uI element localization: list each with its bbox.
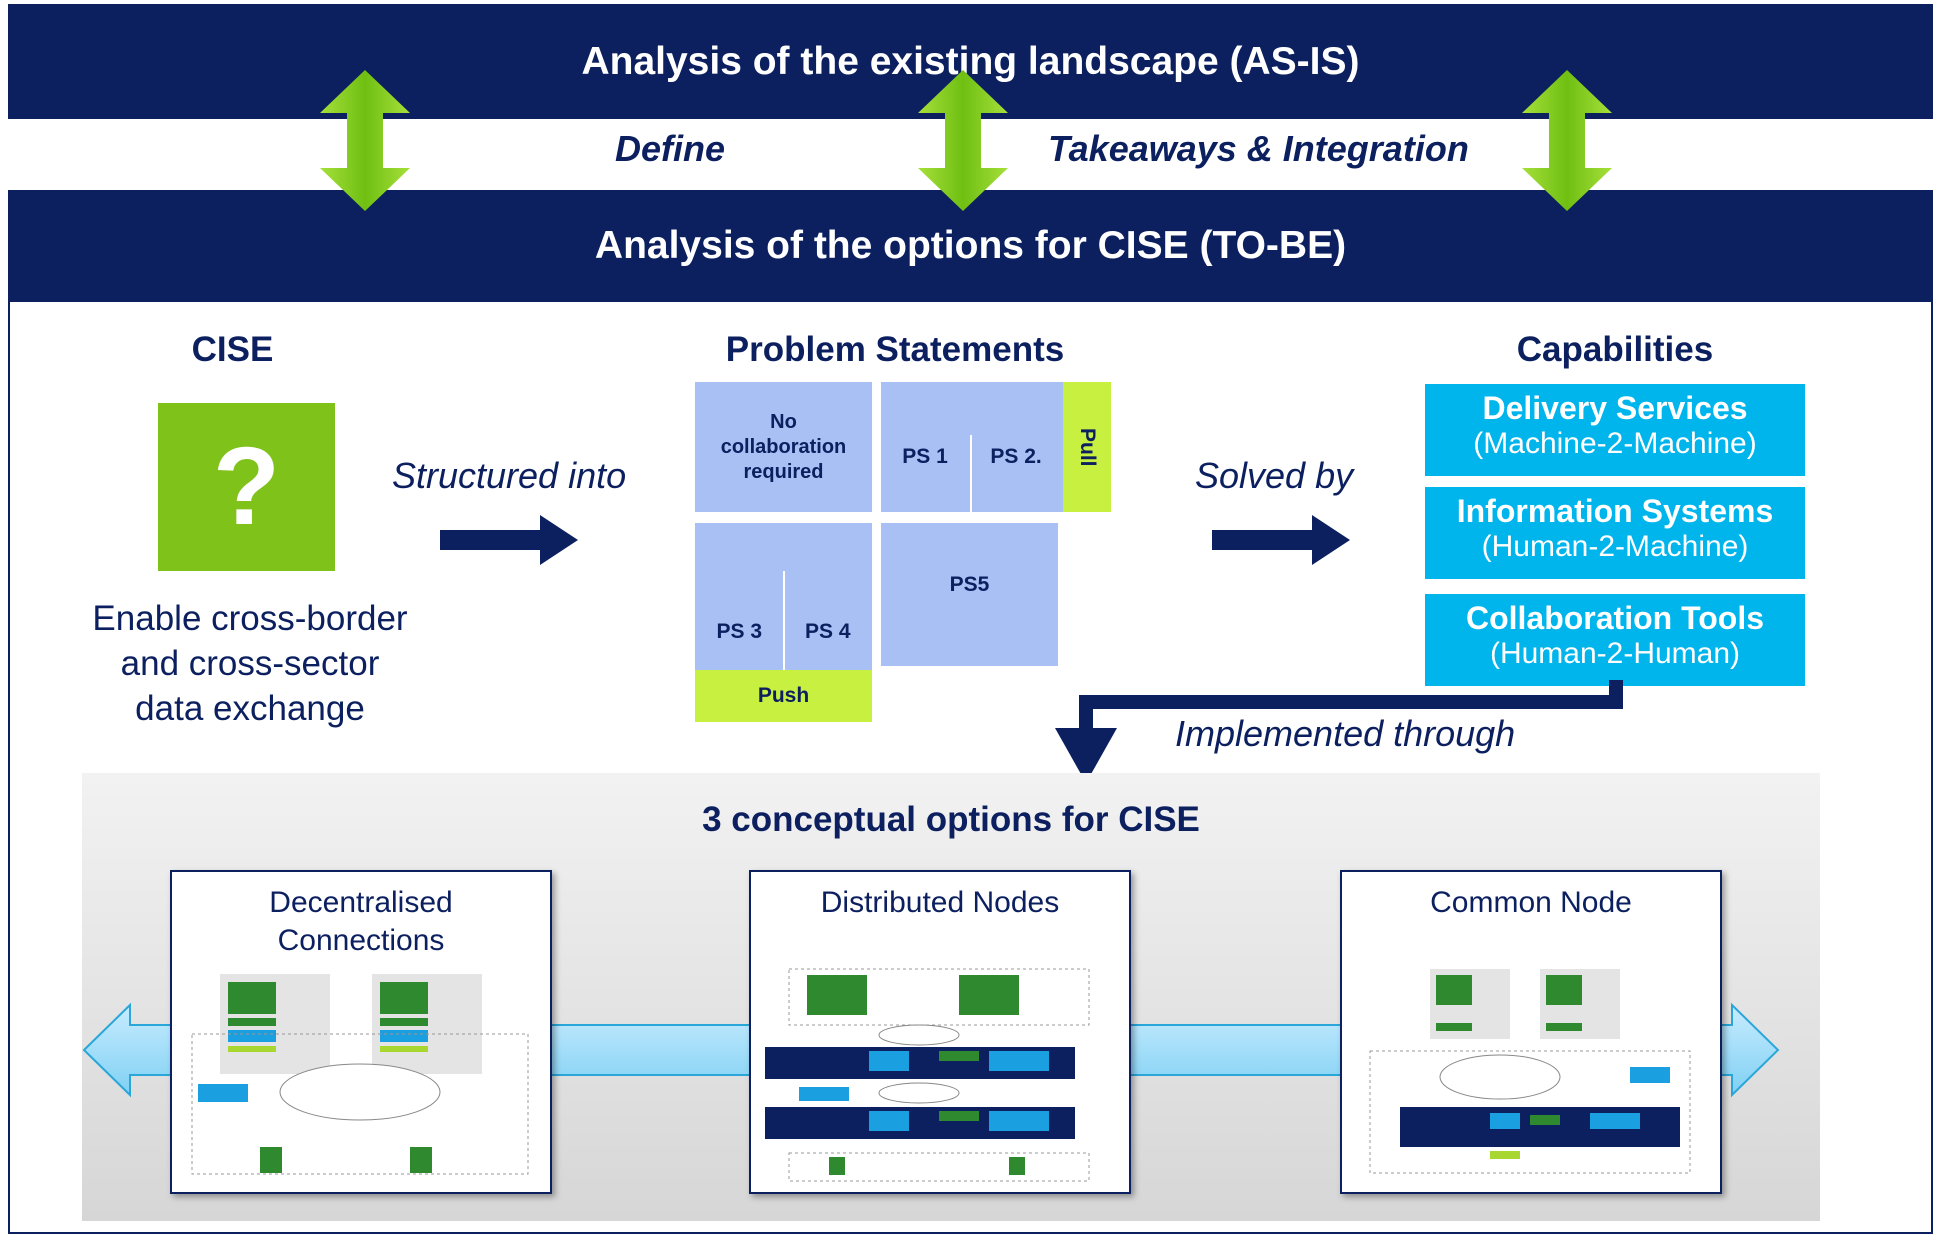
capability-subtitle: (Human-2-Machine) (1481, 530, 1749, 563)
capability-subtitle: (Machine-2-Machine) (1473, 427, 1757, 460)
push-tab: Push (695, 670, 872, 722)
cise-description: Enable cross-border and cross-sector dat… (60, 596, 440, 731)
push-label: Push (757, 684, 810, 707)
double-arrow-icon (918, 70, 1008, 211)
capability-information-systems: Information Systems (Human-2-Machine) (1425, 487, 1805, 579)
cise-description-line: Enable cross-border (92, 599, 408, 638)
options-heading: 3 conceptual options for CISE (702, 800, 1200, 839)
double-arrow-icon (1522, 70, 1612, 211)
option-distributed-nodes: Distributed Nodes (749, 870, 1131, 1194)
problem-statements-heading: Problem Statements (725, 330, 1065, 369)
implemented-through-label: Implemented through (1175, 713, 1516, 754)
no-collaboration-box: No collaboration required (695, 382, 872, 512)
option-title-line: Common Node (1430, 886, 1632, 919)
no-collaboration-label: No collaboration required (720, 410, 847, 483)
capability-subtitle: (Human-2-Human) (1489, 637, 1741, 670)
option-title: Distributed Nodes (751, 884, 1129, 922)
to-be-title: Analysis of the options for CISE (TO-BE) (594, 224, 1347, 267)
common-node-diagram-icon (1369, 969, 1691, 1174)
capability-title: Information Systems (1456, 493, 1774, 529)
ps2-label: PS 2. (990, 445, 1042, 468)
option-title: Common Node (1342, 884, 1720, 922)
ps5-box: PS5 (881, 523, 1058, 666)
to-be-banner: Analysis of the options for CISE (TO-BE) (8, 190, 1933, 302)
cise-description-line: and cross-sector (120, 644, 380, 683)
option-decentralised: Decentralised Connections (170, 870, 552, 1194)
takeaways-label: Takeaways & Integration (1048, 128, 1469, 169)
ps5-label: PS5 (949, 573, 990, 596)
option-common-node: Common Node (1340, 870, 1722, 1194)
double-arrow-icon (320, 70, 410, 211)
ps-divider (783, 571, 785, 670)
cise-description-line: data exchange (135, 689, 365, 728)
capability-title: Collaboration Tools (1465, 600, 1765, 636)
ps-divider (970, 435, 972, 512)
option-title-line: Distributed Nodes (820, 886, 1060, 919)
as-is-title: Analysis of the existing landscape (AS-I… (581, 39, 1360, 83)
capability-collaboration-tools: Collaboration Tools (Human-2-Human) (1425, 594, 1805, 686)
question-mark: ? (212, 425, 281, 548)
capability-delivery-services: Delivery Services (Machine-2-Machine) (1425, 384, 1805, 476)
ps1-label: PS 1 (902, 445, 948, 468)
ps4-label: PS 4 (804, 619, 851, 643)
solved-by-label: Solved by (1195, 455, 1354, 496)
question-icon: ? (158, 403, 335, 571)
cise-heading: CISE (191, 330, 274, 369)
pull-tab: Pull (1063, 382, 1111, 512)
right-arrow-icon (1212, 515, 1350, 565)
option-title: Decentralised Connections (172, 884, 550, 960)
pull-ps-box: PS 1 PS 2. (881, 382, 1063, 512)
decentralised-diagram-icon (191, 974, 529, 1175)
structured-into-label: Structured into (392, 455, 627, 496)
bent-down-arrow-icon (1055, 680, 1623, 783)
capabilities-heading: Capabilities (1516, 330, 1714, 369)
define-label: Define (615, 128, 726, 169)
capability-title: Delivery Services (1482, 390, 1748, 426)
right-arrow-icon (440, 515, 578, 565)
pull-label: Pull (1076, 427, 1099, 467)
distributed-nodes-diagram-icon (765, 968, 1090, 1182)
option-title-line: Connections (277, 924, 445, 957)
option-title-line: Decentralised (269, 886, 453, 919)
ps3-label: PS 3 (716, 619, 763, 643)
